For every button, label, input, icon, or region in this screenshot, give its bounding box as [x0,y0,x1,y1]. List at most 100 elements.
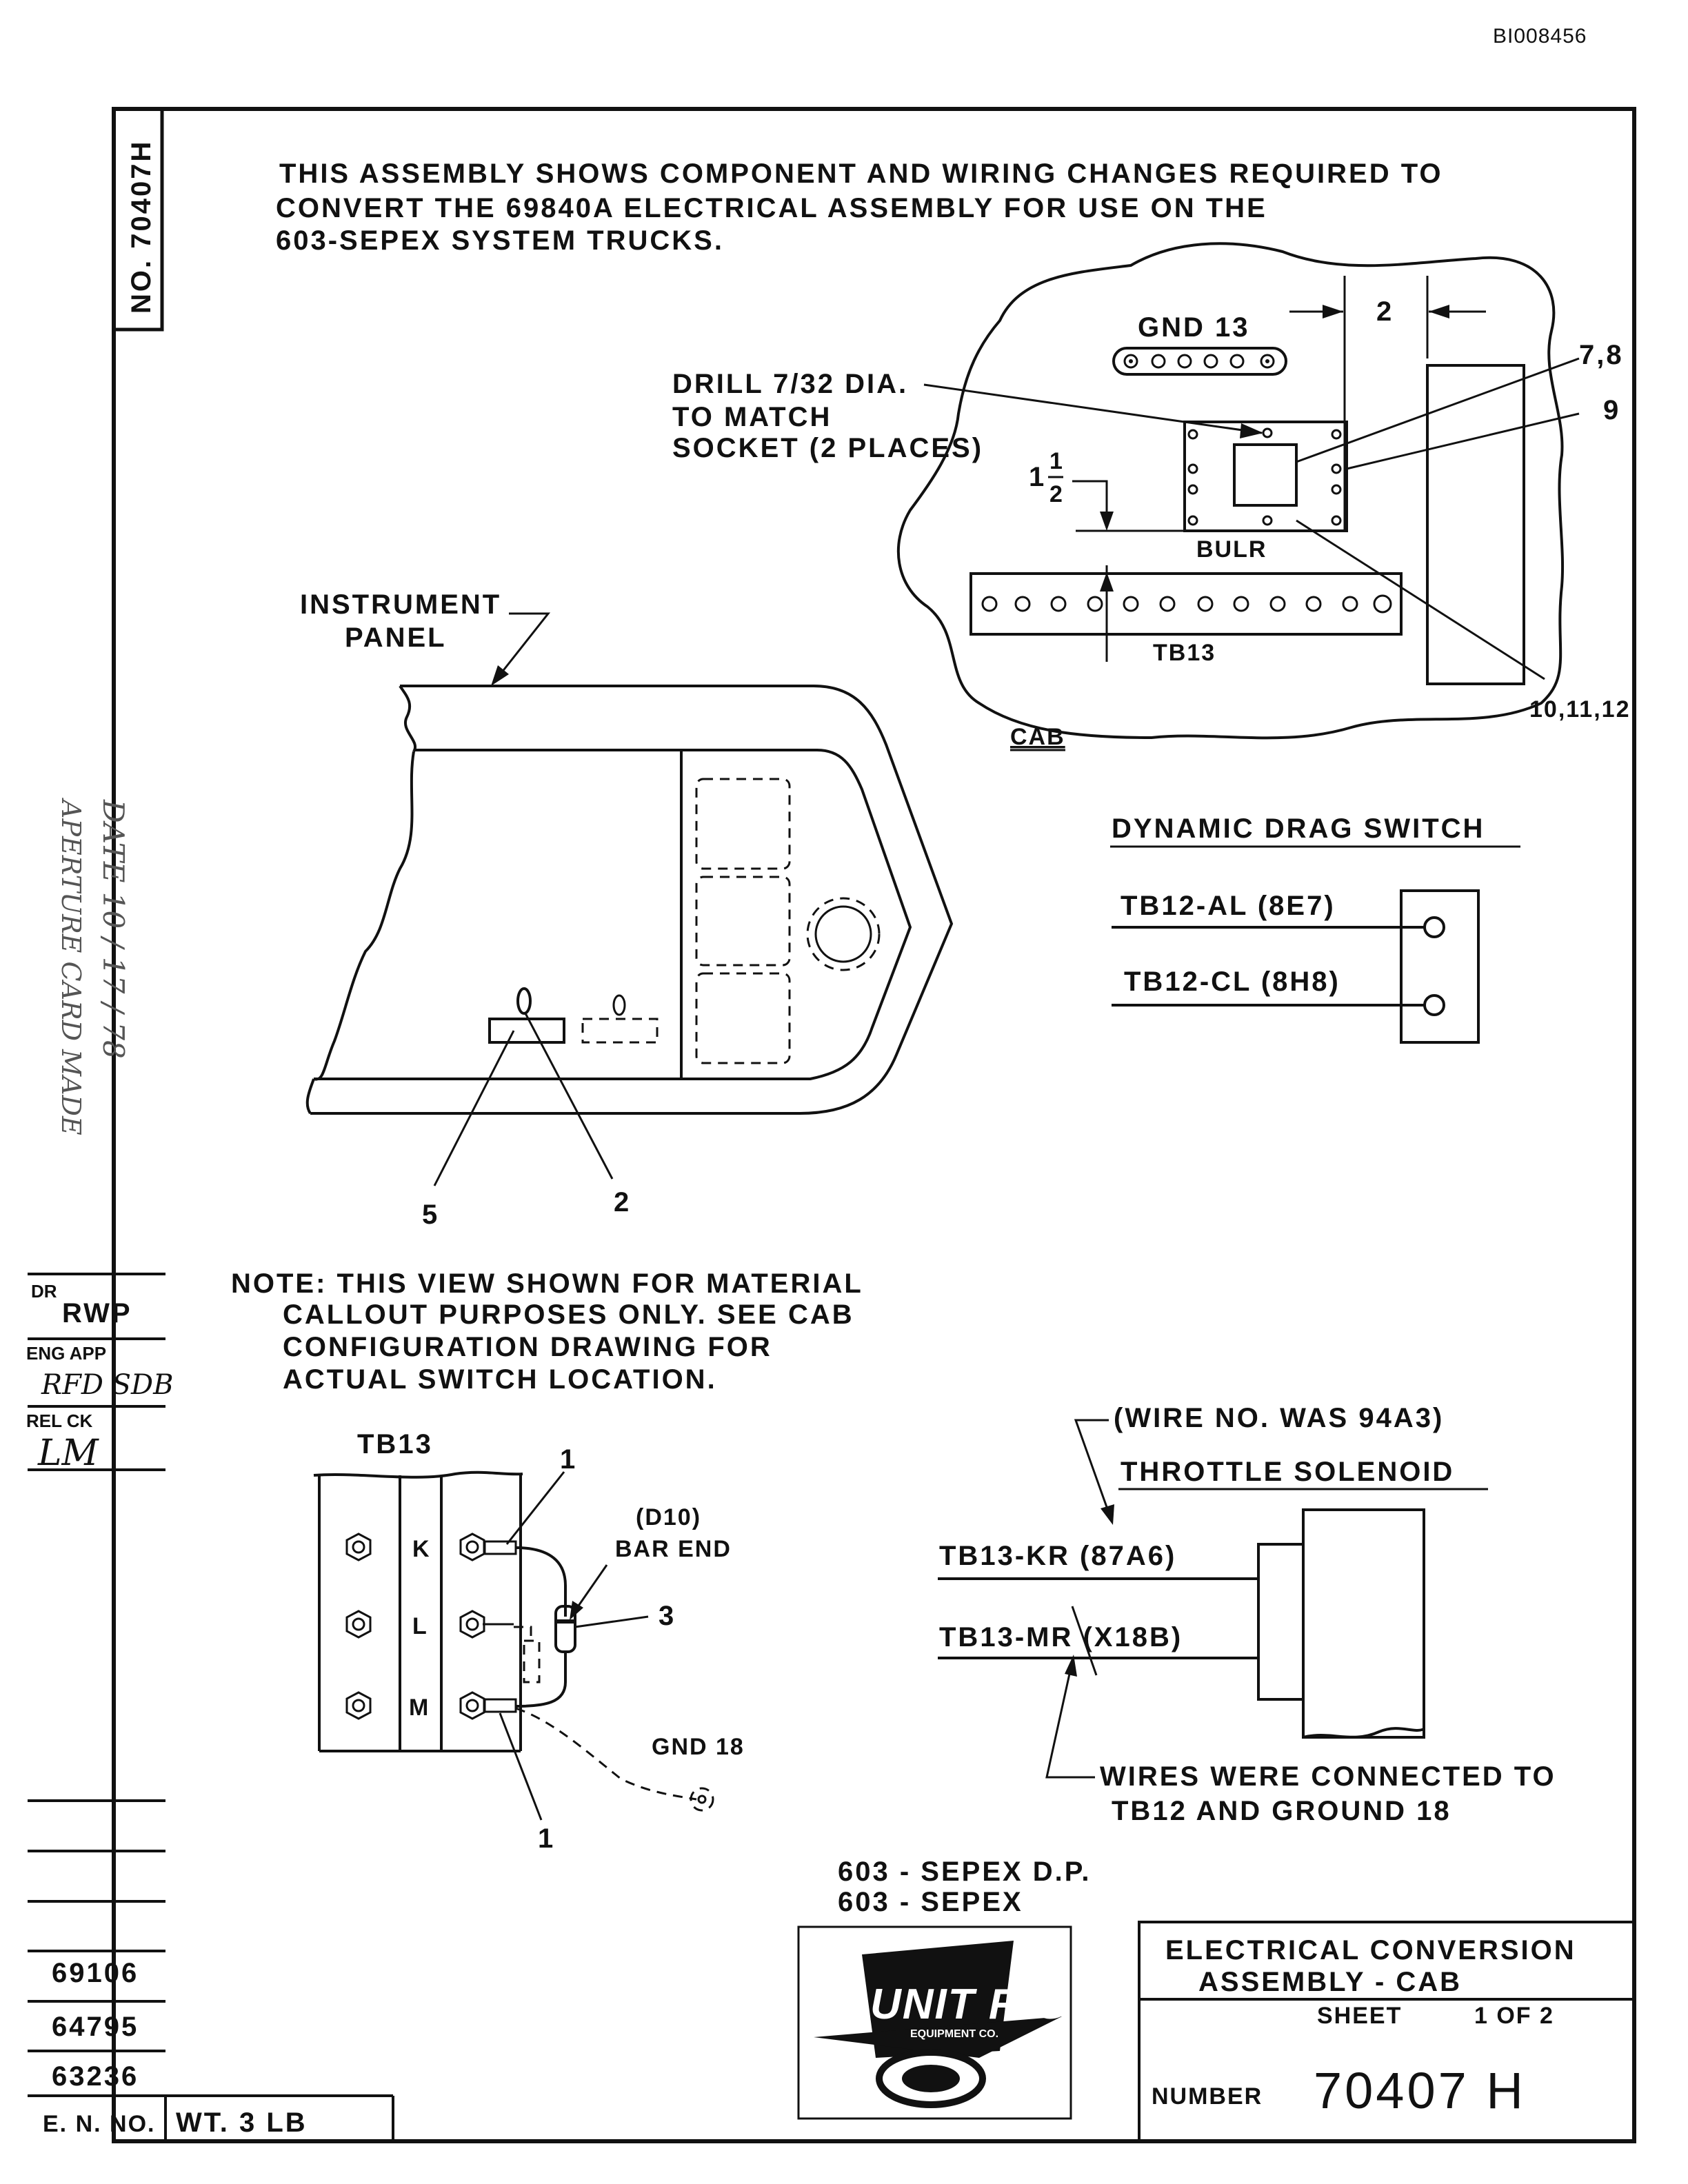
solenoid-mount [1257,1543,1305,1701]
bulr-mount-hole [1262,515,1273,526]
revision-block: DR RWP ENG APP RFD SDB REL CK LM 69106 6… [26,1273,394,2141]
vertical-drawing-number: NO. 70407H [126,140,157,314]
en-number-1: 69106 [52,1958,139,1988]
hex-screw [459,1691,485,1720]
title-line-2: ASSEMBLY - CAB [1198,1967,1462,1997]
ring-terminal-m [483,1698,517,1713]
intro-note-line2: CONVERT THE 69840A ELECTRICAL ASSEMBLY F… [276,193,1267,223]
gauge-slot-2 [695,876,791,967]
throttle-connected-arrowhead [1065,1655,1077,1677]
material-note: NOTE: THIS VIEW SHOWN FOR MATERIAL CALLO… [231,1268,861,1395]
bulr-pin [1187,515,1198,526]
bulr-pin [1331,429,1342,440]
leader-5 [433,1030,515,1186]
gnd18-label: GND 18 [652,1734,745,1760]
instrument-panel-label-1: INSTRUMENT [300,589,501,620]
callout-5: 5 [422,1200,439,1230]
tb13-right-screws [459,1533,485,1720]
callout-10-11-12: 10,11,12 [1529,696,1630,722]
tb13-terminal [1123,596,1139,612]
bulr-label: BULR [1196,536,1267,563]
leader-1-top [505,1471,565,1545]
throttle-connected-note-1: WIRES WERE CONNECTED TO [1100,1761,1556,1792]
drag-switch-terminal-1 [1423,916,1445,938]
gnd13-terminal-strip [1112,347,1287,376]
title-block-frame [1138,1921,1636,2143]
gnd13-terminal [1203,354,1218,369]
rel-ck-value: LM [37,1433,100,1474]
gnd13-terminal [1129,359,1133,363]
drill-note-line3: SOCKET (2 PLACES) [672,433,983,463]
hex-screw [352,1699,365,1712]
leader-7-8 [1296,357,1580,463]
gauge-slot-1 [695,778,791,870]
drawing-number-box [112,107,164,332]
drill-leader [923,383,1263,434]
throttle-wire-slash [1071,1606,1098,1676]
drag-wire-1-label: TB12-AL (8E7) [1121,891,1336,921]
tb13-terminal [981,596,998,612]
hex-screw [345,1533,372,1561]
tb13-block-top-break [313,1470,523,1479]
en-no-label: E. N. NO. [43,2111,155,2137]
gnd13-terminal [1123,354,1138,369]
dynamic-drag-switch: DYNAMIC DRAG SWITCH TB12-AL (8E7) TB12-C… [1110,813,1520,1044]
alt-switch-toggle [612,994,626,1016]
sheet-label: SHEET [1317,2003,1402,2029]
solenoid-body [1302,1508,1425,1739]
cab-breakout-outline [896,242,1565,740]
cab-detail: GND 13 2 [672,242,1630,751]
hex-screw [465,1617,479,1631]
drag-switch-body [1400,889,1480,1044]
model-2: 603 - SEPEX [838,1887,1023,1917]
callout-7-8: 7,8 [1579,340,1624,370]
drag-wire-2-label: TB12-CL (8H8) [1124,967,1340,997]
instrument-panel-detail: INSTRUMENT PANEL 5 2 [300,589,954,1230]
eng-app-value: RFD SDB [41,1369,174,1401]
dim-one-half-arrow-down [1100,512,1114,531]
gnd13-label: GND 13 [1138,312,1250,343]
dr-value: RWP [62,1298,132,1328]
logo-subtext: EQUIPMENT CO. [910,2028,998,2040]
tb13-terminal [1373,594,1392,614]
drag-switch-terminal-2 [1423,994,1445,1016]
unit-rig-logo: UNIT RIG EQUIPMENT CO. [797,1925,1072,2120]
instrument-panel-leader [495,612,551,680]
dim-2-arrowhead-right [1429,305,1449,318]
throttle-connected-leader [1045,1661,1095,1779]
aperture-card-stamp-line1: APERTURE CARD MADE [56,798,86,1135]
tb13-terminal [1159,596,1176,612]
callout-2: 2 [614,1187,631,1217]
hex-screw [352,1617,365,1631]
drag-switch-plate [488,1018,565,1044]
throttle-was-note: (WIRE NO. WAS 94A3) [1114,1403,1444,1433]
tb13-row-k: K [412,1536,431,1562]
dim-one-half-numerator: 1 [1049,448,1064,474]
number-label: NUMBER [1152,2083,1263,2110]
instrument-panel-inner-edge [314,749,912,1080]
throttle-was-leader [1074,1419,1112,1517]
hex-screw [352,1540,365,1554]
hex-screw [459,1610,485,1639]
callout-1-bottom: 1 [538,1823,555,1854]
logo-target [876,2049,986,2108]
tb13-terminal [1014,596,1031,612]
material-note-line3: CONFIGURATION DRAWING FOR [283,1332,772,1362]
diode-jumper-wire [515,1546,567,1708]
instrument-panel-arrowhead [491,665,509,686]
round-gauge [806,897,881,971]
throttle-connected-note-2: TB12 AND GROUND 18 [1112,1796,1451,1826]
dim-one-half-arrow-up [1100,572,1114,592]
intro-note: THIS ASSEMBLY SHOWS COMPONENT AND WIRING… [276,159,1441,256]
leader-1-bottom [499,1712,543,1821]
logo-swoosh [814,2016,1062,2058]
en-number-3: 63236 [52,2061,139,2092]
bulr-relay-body [1233,443,1298,507]
instrument-panel-label-2: PANEL [345,623,447,653]
dim-one-half-whole: 1 [1029,462,1046,492]
tb13-detail-title: TB13 [357,1429,433,1459]
tb13-terminal [1233,596,1249,612]
tb13-row-l: L [412,1613,428,1639]
hex-screw [345,1691,372,1720]
gnd18-terminal [690,1787,714,1812]
